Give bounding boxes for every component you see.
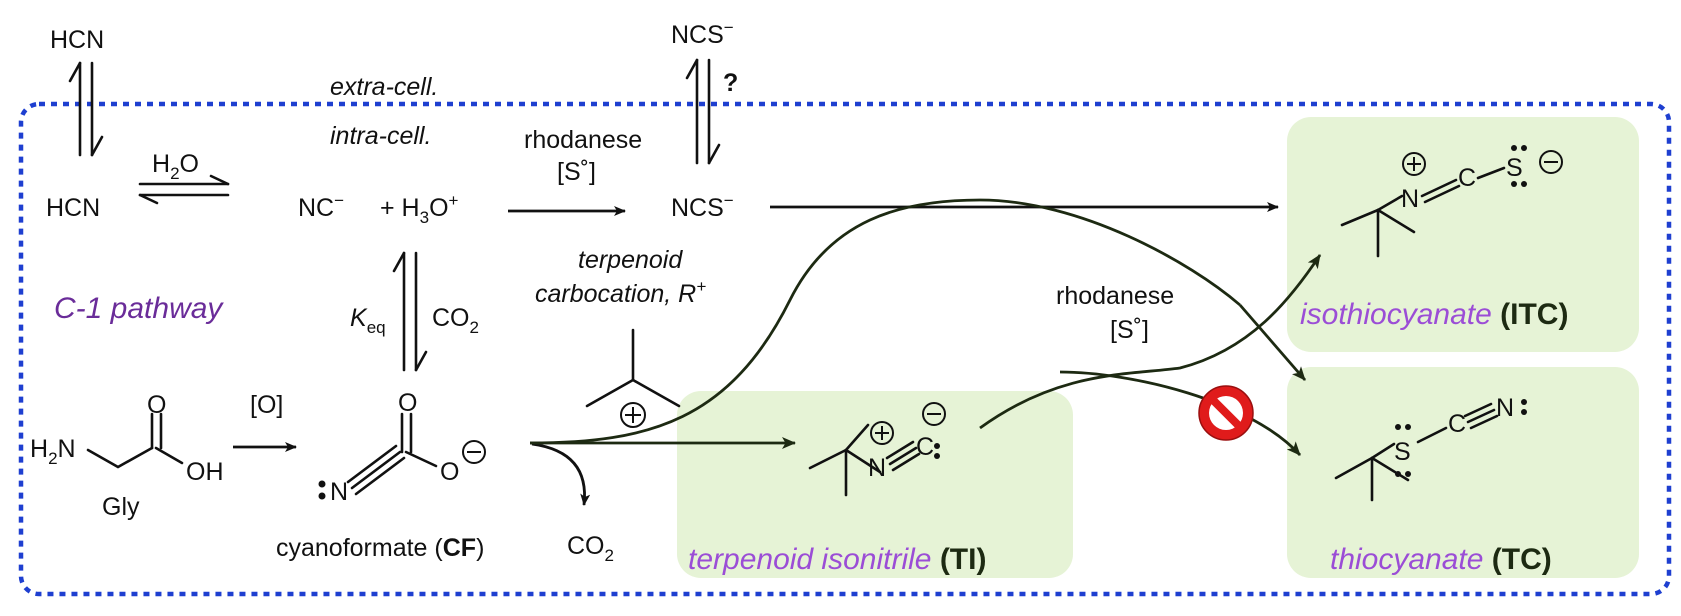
cyanoformate-label: cyanoformate (CF) — [276, 534, 484, 562]
cell-boundary — [18, 101, 1672, 597]
terpenoid-label-line1: terpenoid — [578, 246, 683, 274]
hcn-intracellular: HCN — [46, 194, 100, 222]
thiocyanate-structure: S C N — [1334, 394, 1527, 502]
decarboxylation-equilibrium-arrows — [392, 251, 428, 372]
cyanoformate-oxide: O — [440, 458, 459, 486]
glycine-structure: H2N O OH Gly — [30, 391, 224, 521]
thiocyanate-transport-arrows — [685, 58, 721, 165]
hcn-transport-equilibrium-arrows — [68, 61, 104, 157]
tc-nitrogen: N — [1496, 394, 1514, 422]
isonitrile-carbon: C — [916, 433, 934, 461]
isonitrile-structure: N C — [808, 402, 946, 497]
ti-to-tc-arrow — [1059, 370, 1302, 456]
hydroxyl-group: OH — [186, 458, 224, 486]
no-entry-icon — [1198, 385, 1254, 441]
oxidation-label: [O] — [250, 391, 283, 419]
extracellular-label: extra-cell. — [330, 73, 438, 101]
isothiocyanate-structure: N C S — [1340, 145, 1563, 258]
carbocation-structure — [585, 328, 681, 428]
isothiocyanate-panel — [1287, 117, 1639, 352]
glycine-label: Gly — [102, 493, 140, 521]
thiocyanate-intracellular: NCS− — [671, 191, 734, 222]
cyanide-anion: NC− — [298, 191, 344, 222]
thiocyanate-product-label: thiocyanate (TC) — [1330, 543, 1552, 576]
cyanoformate-carbonyl-o: O — [398, 389, 417, 417]
sulfur-donor-right: [S˚] — [1110, 316, 1149, 344]
equilibrium-constant: Keq — [350, 304, 386, 337]
isonitrile-panel — [677, 391, 1073, 578]
intracellular-label: intra-cell. — [330, 122, 431, 150]
unknown-transport-mark: ? — [723, 69, 738, 97]
hcn-extracellular: HCN — [50, 26, 104, 54]
amine-group: H2N — [30, 435, 76, 468]
circled-plus-icon — [620, 402, 646, 428]
rhodanese-label-top: rhodanese — [524, 126, 642, 154]
dissociation-equilibrium-arrows — [138, 174, 230, 205]
itc-carbon: C — [1458, 164, 1476, 192]
sulfur-donor-top: [S˚] — [557, 158, 596, 186]
itc-nitrogen: N — [1401, 185, 1419, 213]
c1-pathway-label: C-1 pathway — [54, 292, 224, 325]
tc-carbon: C — [1448, 410, 1466, 438]
water-label: H2O — [152, 150, 199, 183]
hydronium: + H3O+ — [380, 191, 459, 227]
itc-sulfur: S — [1506, 154, 1523, 182]
ti-to-itc-arrow — [979, 254, 1322, 430]
thiocyanate-panel — [1287, 367, 1639, 578]
arc-to-tc-arrow — [1238, 304, 1307, 381]
decarboxylation-arrow — [531, 442, 591, 506]
co2-equilibrium-label: CO2 — [432, 304, 479, 337]
isonitrile-product-label: terpenoid isonitrile (TI) — [688, 543, 986, 576]
terpenoid-label-line2: carbocation, R+ — [535, 277, 706, 308]
alkylation-arc — [529, 198, 1241, 445]
cyanoformate-nitrogen: N — [330, 478, 348, 506]
released-co2: CO2 — [567, 532, 614, 565]
isothiocyanate-product-label: isothiocyanate (ITC) — [1300, 298, 1568, 331]
isonitrile-nitrogen: N — [868, 454, 886, 482]
rhodanese-label-right: rhodanese — [1056, 282, 1174, 310]
cyanoformate-structure: N O O — [318, 389, 486, 506]
thiocyanate-extracellular: NCS− — [671, 18, 734, 49]
tc-sulfur: S — [1394, 438, 1411, 466]
carbonyl-oxygen: O — [147, 391, 166, 419]
